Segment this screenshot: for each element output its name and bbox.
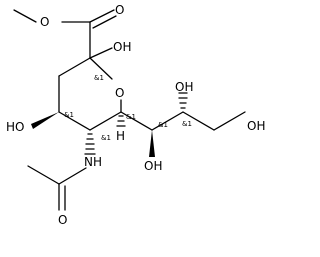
atom-oh-c2: OH — [113, 40, 131, 54]
hash-c8-oh — [178, 92, 188, 109]
atom-o-amide: O — [58, 213, 67, 227]
stereo-label-c7: &1 — [158, 121, 168, 129]
stereo-label-c6: &1 — [126, 113, 136, 121]
bond-c9-oh — [213, 111, 246, 131]
atom-oh-c8: OH — [175, 80, 193, 94]
bond-c8-c9 — [182, 111, 215, 131]
chemical-structure-diagram: O O OH O HO NH O H OH OH OH &1 &1 &1 &1 … — [6, 3, 265, 227]
stereo-label-c5: &1 — [101, 134, 111, 142]
atom-oh-c7: OH — [144, 159, 162, 173]
bond-ccarbonyl-ocarbonyl-b — [92, 15, 117, 29]
bond-c7-c8 — [151, 111, 184, 131]
hash-c6-h — [116, 115, 126, 127]
bond-c2-oh — [89, 47, 113, 59]
atom-o-ring: O — [115, 86, 124, 100]
bond-c6-c7 — [120, 111, 153, 131]
stereo-label-c2: &1 — [94, 74, 104, 82]
atom-h-c6: H — [116, 129, 125, 143]
bond-c2-c3 — [58, 57, 91, 77]
bond-n-camide — [58, 167, 87, 185]
stereo-label-c4: &1 — [64, 111, 74, 119]
hash-c5-n — [84, 133, 96, 155]
structure-canvas: O O OH O HO NH O H OH OH OH &1 &1 &1 &1 … — [6, 3, 266, 227]
atom-o-carbonyl-ester: O — [115, 3, 124, 17]
atom-oh-c9: OH — [247, 119, 265, 133]
atom-o-ester: O — [40, 15, 49, 29]
bond-methyl-oester — [13, 9, 37, 23]
atom-nh: NH — [84, 155, 102, 169]
wedge-c4-oh — [31, 112, 59, 129]
bond-camide-ch3 — [27, 165, 60, 185]
bond-oring-c2 — [89, 57, 113, 80]
bond-ccarbonyl-ocarbonyl-a — [89, 9, 115, 23]
wedge-c7-oh — [149, 130, 155, 157]
stereo-label-c8: &1 — [182, 120, 192, 128]
bond-c5-c6 — [89, 111, 122, 131]
bond-c4-c5 — [58, 111, 91, 131]
atom-ho-c4: HO — [6, 120, 24, 134]
